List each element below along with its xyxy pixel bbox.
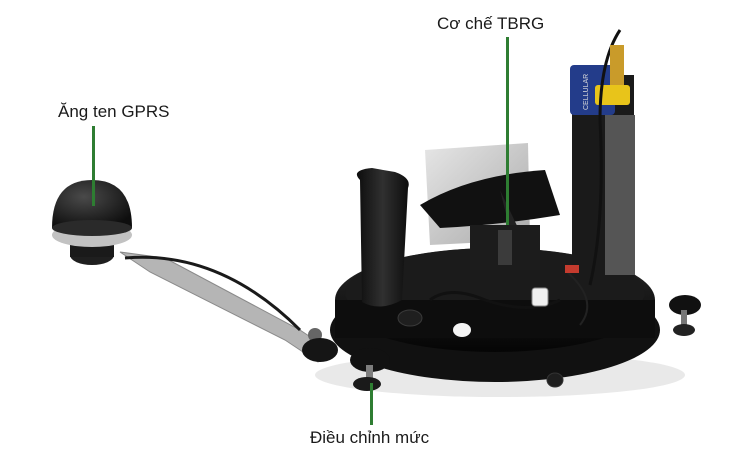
level-foot-right xyxy=(669,295,701,336)
white-knob xyxy=(453,323,471,337)
antenna-leader-line xyxy=(92,126,95,206)
device-base xyxy=(330,248,660,388)
funnel-shield xyxy=(356,168,409,307)
battery-column: CELLULAR xyxy=(570,65,635,280)
level-leader-line xyxy=(370,383,373,425)
antenna-bracket xyxy=(119,251,338,363)
gprs-antenna-label: Ăng ten GPRS xyxy=(58,102,170,121)
gprs-antenna xyxy=(52,180,132,265)
svg-text:CELLULAR: CELLULAR xyxy=(583,74,590,110)
tbrg-mechanism-label: Cơ chế TBRG xyxy=(437,14,545,33)
level-adjust-label: Điều chỉnh mức xyxy=(310,428,430,447)
connector xyxy=(610,45,624,85)
level-foot-front xyxy=(350,348,390,391)
antenna-cable xyxy=(588,29,622,286)
tbrg-leader-line xyxy=(506,37,509,225)
collector-sheet xyxy=(420,170,560,228)
